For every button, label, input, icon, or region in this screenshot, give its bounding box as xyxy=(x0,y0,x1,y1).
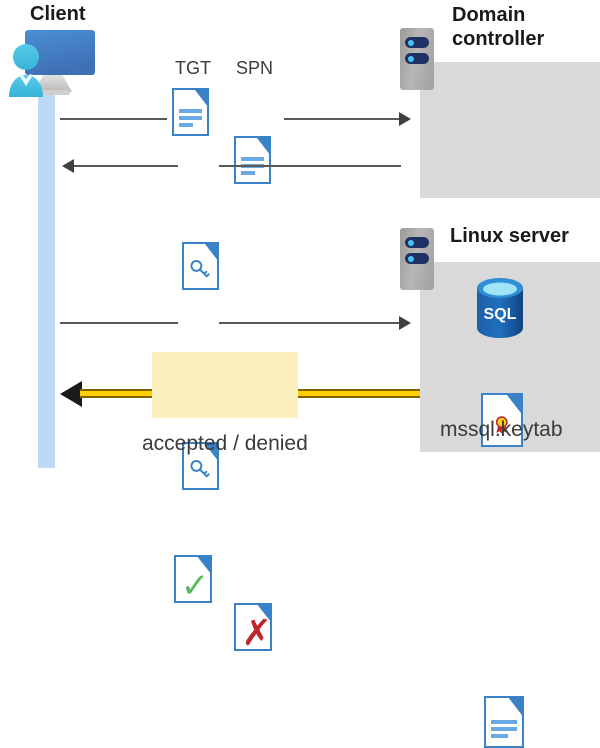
domain-controller-panel xyxy=(420,62,600,198)
auth-result-highlight xyxy=(152,352,298,418)
rack-led-bar xyxy=(405,253,429,264)
sql-database-icon: SQL xyxy=(473,278,527,338)
spn-document-icon xyxy=(234,136,271,184)
tgt-label: TGT xyxy=(175,58,211,78)
service-ticket-line-right xyxy=(219,322,401,324)
auth-result-caption: accepted / denied xyxy=(142,432,308,455)
client-title: Client xyxy=(30,3,86,25)
domain-controller-rack-icon xyxy=(400,28,434,90)
spn-label: SPN xyxy=(236,58,274,78)
keytab-document-icon xyxy=(484,696,524,748)
certificate-seal-icon xyxy=(496,416,508,435)
keytab-filename-label: mssql.keytab xyxy=(440,418,563,441)
client-computer-icon xyxy=(4,26,99,100)
service-ticket-arrowhead xyxy=(399,316,411,330)
tgt-document-icon xyxy=(172,88,209,136)
auth-result-arrowhead xyxy=(60,381,82,407)
check-icon: ✓ xyxy=(180,567,210,606)
ticket-reply-line-right xyxy=(219,165,401,167)
denied-document-icon: ✗ xyxy=(234,603,272,651)
cross-icon: ✗ xyxy=(241,612,272,654)
rack-led-bar xyxy=(405,53,429,64)
ticket-key-document-icon xyxy=(182,242,219,290)
rack-led-bar xyxy=(405,37,429,48)
linux-server-rack-icon xyxy=(400,228,434,290)
auth-result-line-right xyxy=(298,389,420,398)
domain-controller-title: Domain controller xyxy=(452,4,545,50)
request-line-left xyxy=(60,118,167,120)
accepted-document-icon: ✓ xyxy=(174,555,212,603)
linux-server-title: Linux server xyxy=(450,225,569,247)
ticket-reply-arrowhead xyxy=(62,159,74,173)
svg-text:SQL: SQL xyxy=(484,306,517,323)
key-icon xyxy=(190,259,210,277)
auth-result-line-left xyxy=(80,389,152,398)
service-ticket-line-left xyxy=(60,322,178,324)
client-lifeline xyxy=(38,95,55,468)
request-line-right xyxy=(284,118,401,120)
ticket-reply-line-left xyxy=(74,165,178,167)
request-arrowhead xyxy=(399,112,411,126)
rack-led-bar xyxy=(405,237,429,248)
certificate-document-icon xyxy=(481,393,523,447)
